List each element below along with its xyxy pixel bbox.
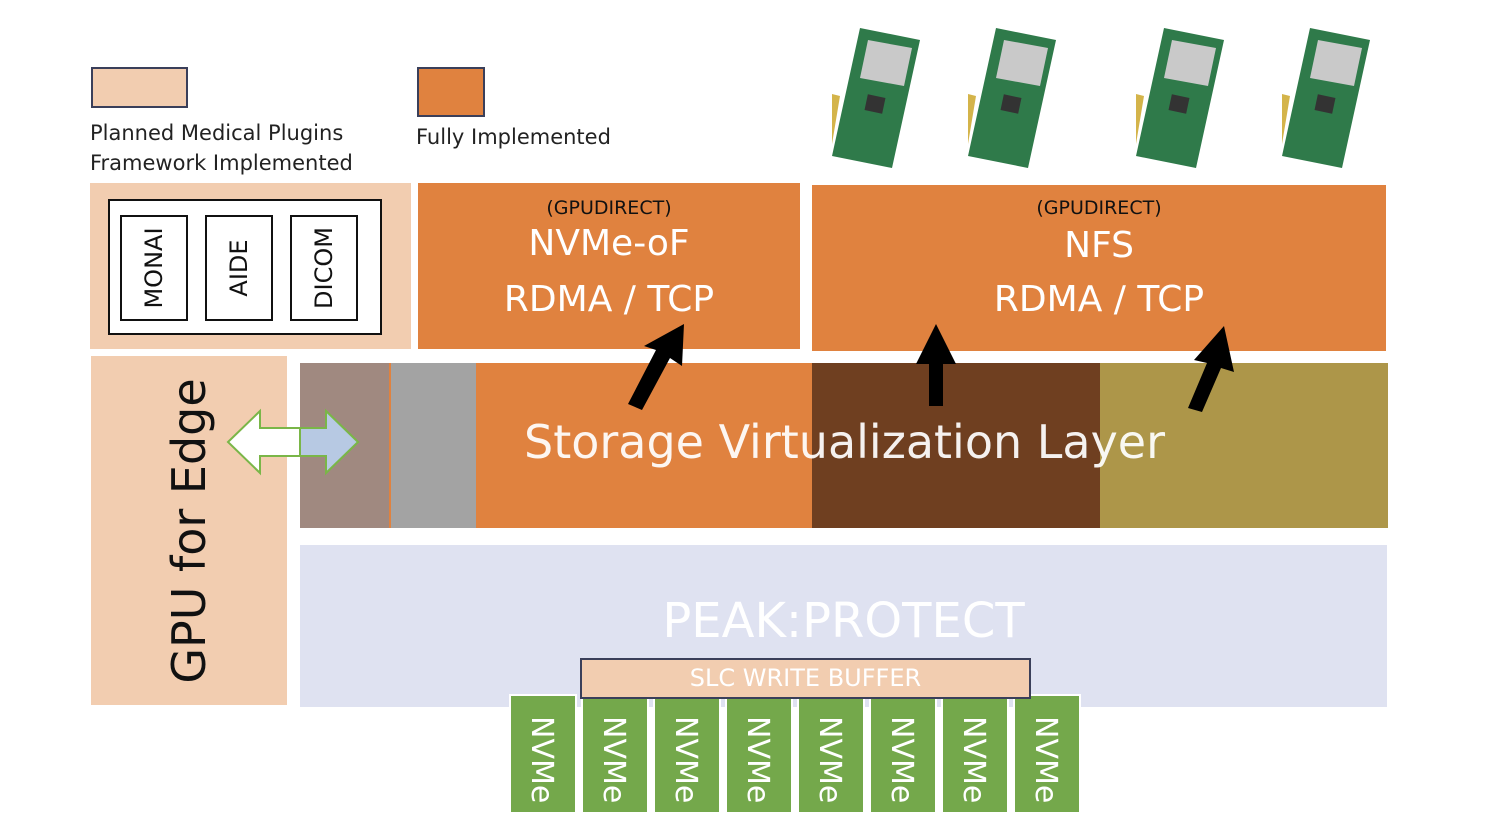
nfs-transport: RDMA / TCP <box>993 279 1205 320</box>
double-arrow-icon <box>226 408 360 476</box>
layer-segment-olive <box>1100 363 1388 528</box>
nvmeof-tag: (GPUDIRECT) <box>546 197 672 219</box>
legend-planned-label: Planned Medical Plugins Framework Implem… <box>90 118 390 178</box>
nfs-box: (GPUDIRECT) NFS RDMA / TCP <box>812 185 1386 351</box>
nvme-drive: NVMe <box>581 694 649 814</box>
layer-segment-gray <box>391 363 476 528</box>
nvme-drive: NVMe <box>509 694 577 814</box>
nvmeof-title: NVMe-oF <box>528 223 690 264</box>
legend-implemented-swatch <box>417 67 485 117</box>
legend-planned-line1: Planned Medical Plugins <box>90 121 344 145</box>
network-card-image <box>832 28 920 168</box>
layer-segment-brown <box>812 363 1100 528</box>
nfs-title: NFS <box>1064 225 1134 266</box>
nvmeof-transport: RDMA / TCP <box>503 279 715 320</box>
nvmeof-box: (GPUDIRECT) NVMe-oF RDMA / TCP <box>418 183 800 349</box>
network-card-image <box>1282 28 1370 168</box>
nvme-drive: NVMe <box>941 694 1009 814</box>
nvme-drive: NVMe <box>869 694 937 814</box>
gpu-edge-box: GPU for Edge <box>91 356 287 705</box>
plugin-aide: AIDE <box>205 215 273 321</box>
plugin-dicom: DICOM <box>290 215 358 321</box>
nvme-drive: NVMe <box>1013 694 1081 814</box>
legend-planned-swatch <box>91 67 188 108</box>
storage-virtualization-layer: Storage Virtualization Layer <box>300 363 1388 528</box>
legend-implemented-label: Fully Implemented <box>416 125 611 149</box>
plugin-monai: MONAI <box>120 215 188 321</box>
network-card-image <box>1136 28 1224 168</box>
slc-write-buffer-label: SLC WRITE BUFFER <box>689 664 922 692</box>
up-arrow-icon <box>916 324 956 406</box>
up-arrow-icon <box>628 324 684 410</box>
peak-protect-label: PEAK:PROTECT <box>662 593 1025 649</box>
nvme-drive: NVMe <box>797 694 865 814</box>
network-card-image <box>968 28 1056 168</box>
legend-planned-line2: Framework Implemented <box>90 151 353 175</box>
plugins-panel: MONAI AIDE DICOM <box>90 183 411 349</box>
gpu-edge-label: GPU for Edge <box>162 377 216 684</box>
storage-layer-label: Storage Virtualization Layer <box>524 415 1166 469</box>
plugins-frame: MONAI AIDE DICOM <box>108 199 382 335</box>
up-arrow-icon <box>1188 326 1234 412</box>
nvme-drive: NVMe <box>725 694 793 814</box>
slc-write-buffer: SLC WRITE BUFFER <box>580 658 1031 699</box>
nvme-drive: NVMe <box>653 694 721 814</box>
nfs-tag: (GPUDIRECT) <box>1036 197 1162 219</box>
